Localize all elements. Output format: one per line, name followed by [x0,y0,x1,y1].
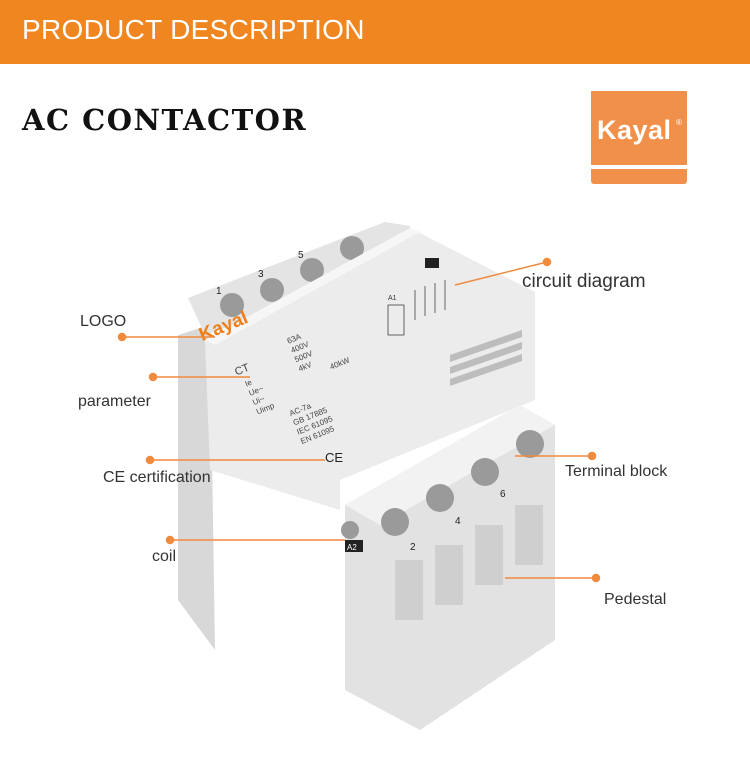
device-shape [387,280,446,336]
brand-logo: Kayal ® [591,91,687,184]
device-label: Ie [244,378,254,389]
device-shape [205,228,420,345]
callout-circuit-diagram: circuit diagram [522,271,646,292]
device-shape [345,405,555,525]
terminal-hole [426,484,454,512]
device-shape [425,258,439,268]
device-shape [395,505,543,620]
device-shape [148,372,158,382]
device-shape [387,304,405,336]
device-shape [345,540,363,552]
device-shape [435,545,463,605]
device-shape: 2 4 6 [410,489,506,553]
device-side [178,325,215,650]
terminal-hole [340,236,364,260]
device-shape [117,332,127,342]
device-label: A2 [347,543,357,552]
callout-coil: coil [152,548,177,565]
device-shape [591,573,601,583]
device-label: 2 [410,542,416,553]
device-shape [475,525,503,585]
device-shape [341,430,544,539]
device-shape [454,261,548,286]
device-shape [450,330,522,386]
device-shape [117,257,601,583]
callout-parameter: parameter [78,393,151,410]
terminal-number: 3 [258,269,264,280]
device-label: 6 [500,489,506,500]
terminal-hole [260,278,284,302]
device-shape [450,330,522,362]
terminal-hole [300,258,324,282]
terminal-hole [381,508,409,536]
device-label: 4 [455,516,461,527]
terminal-number: 1 [216,286,222,297]
device-label: CT [233,362,251,379]
device-shape [145,455,155,465]
brand-name: Kayal [597,115,672,145]
device-label: Ui~ [251,394,266,407]
header-banner: PRODUCT DESCRIPTION [0,0,750,64]
registered-mark: ® [676,118,682,127]
terminal-hole [220,293,244,317]
device-label: A1 [388,295,397,302]
device-shape [587,451,597,461]
terminal-number: 5 [298,250,304,261]
callout-logo: LOGO [80,313,127,330]
terminal-hole [516,430,544,458]
header-title: PRODUCT DESCRIPTION [22,14,365,45]
callout-terminal-block: Terminal block [565,463,668,480]
device-shape [165,535,175,545]
product-title: AC CONTACTOR [22,103,308,137]
device-shape [515,505,543,565]
ce-mark: CE [325,450,343,465]
coil-screw [341,521,359,539]
terminal-hole [471,458,499,486]
device-shape [450,354,522,386]
device-shape [542,257,552,267]
callout-pedestal: Pedestal [604,591,667,608]
device-shape [450,342,522,374]
device-shape: 1 3 5 [216,250,304,297]
device-shape [395,560,423,620]
device-shape [220,236,364,317]
callout-ce: CE certification [103,469,211,486]
